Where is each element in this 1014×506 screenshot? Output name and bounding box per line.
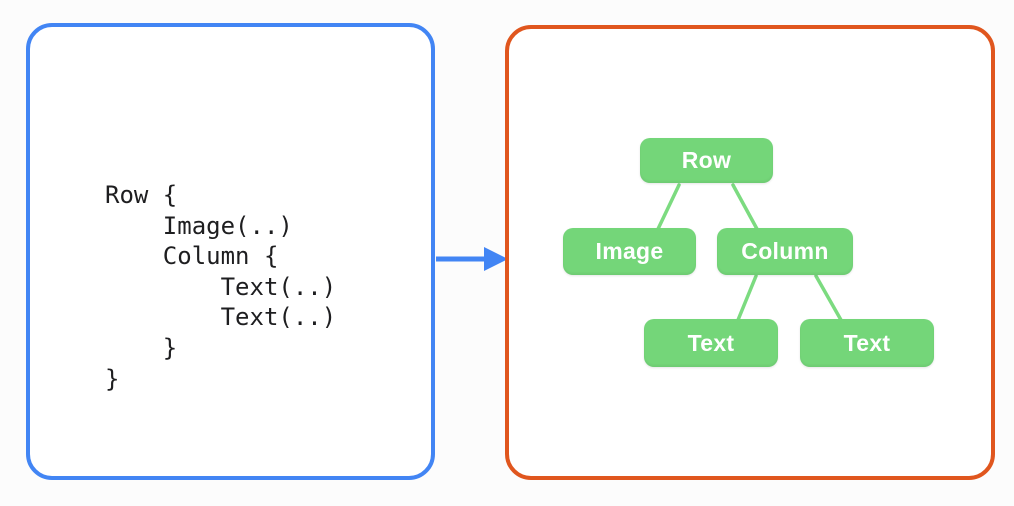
tree-node-row: Row — [640, 138, 773, 183]
tree-node-column: Column — [717, 228, 853, 275]
code-snippet: Row { Image(..) Column { Text(..) Text(.… — [105, 181, 337, 393]
tree-node-text-2: Text — [800, 319, 934, 367]
code-panel: Row { Image(..) Column { Text(..) Text(.… — [26, 23, 435, 480]
tree-panel: Row Image Column Text Text — [505, 25, 995, 480]
arrow-right-icon — [436, 247, 508, 271]
tree-node-image: Image — [563, 228, 696, 275]
tree-connector-lines — [656, 183, 843, 322]
tree-node-text-1: Text — [644, 319, 778, 367]
